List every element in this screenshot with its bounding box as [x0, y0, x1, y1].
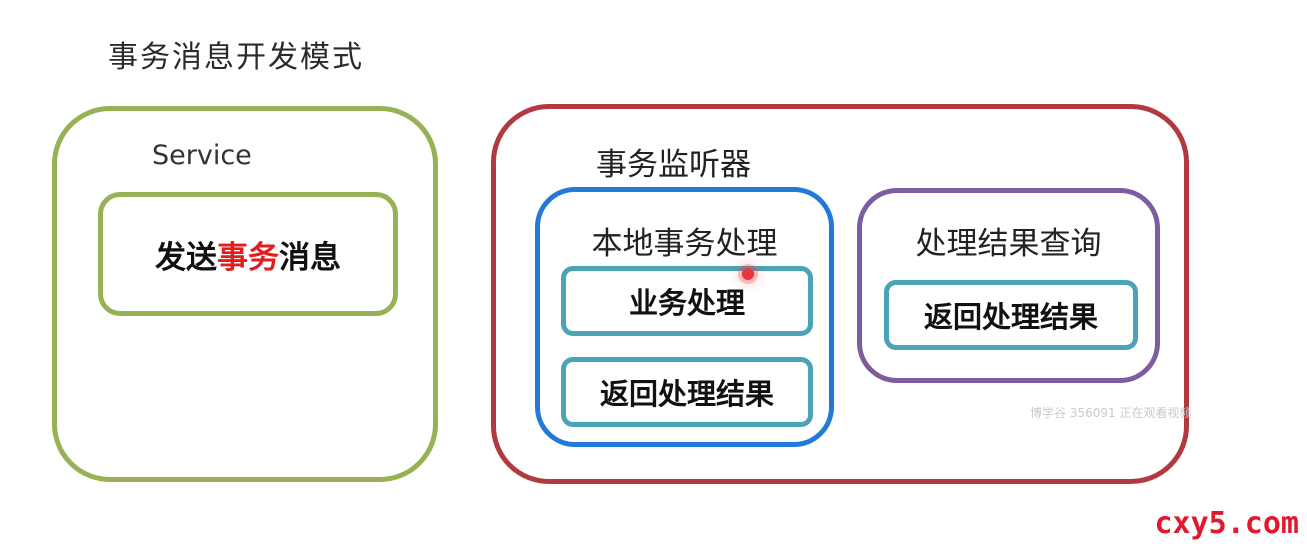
query-return-result-text: 返回处理结果	[923, 300, 1098, 334]
send-message-text: 发送事务消息	[98, 192, 398, 316]
local-transaction-label: 本地事务处理	[591, 226, 778, 262]
local-transaction-container	[535, 187, 834, 447]
service-container	[52, 106, 438, 482]
business-process-box	[561, 266, 813, 336]
query-return-result-box	[884, 280, 1138, 350]
local-return-result-box	[561, 357, 813, 427]
result-query-container	[857, 188, 1160, 383]
listener-label: 事务监听器	[596, 147, 751, 183]
local-return-result-text: 返回处理结果	[599, 377, 774, 411]
send-prefix: 发送	[155, 239, 217, 276]
page-title: 事务消息开发模式	[108, 40, 364, 75]
result-query-label: 处理结果查询	[915, 226, 1102, 262]
pointer-dot-icon	[742, 268, 754, 280]
listener-container	[491, 104, 1189, 484]
send-highlight: 事务	[217, 239, 279, 276]
service-label: Service	[152, 140, 252, 171]
viewer-watermark: 博学谷 356091 正在观看视频	[1030, 406, 1192, 420]
send-message-box	[98, 192, 398, 316]
site-watermark: cxy5.com	[1154, 506, 1300, 541]
business-process-text: 业务处理	[628, 286, 745, 320]
send-suffix: 消息	[279, 239, 341, 276]
